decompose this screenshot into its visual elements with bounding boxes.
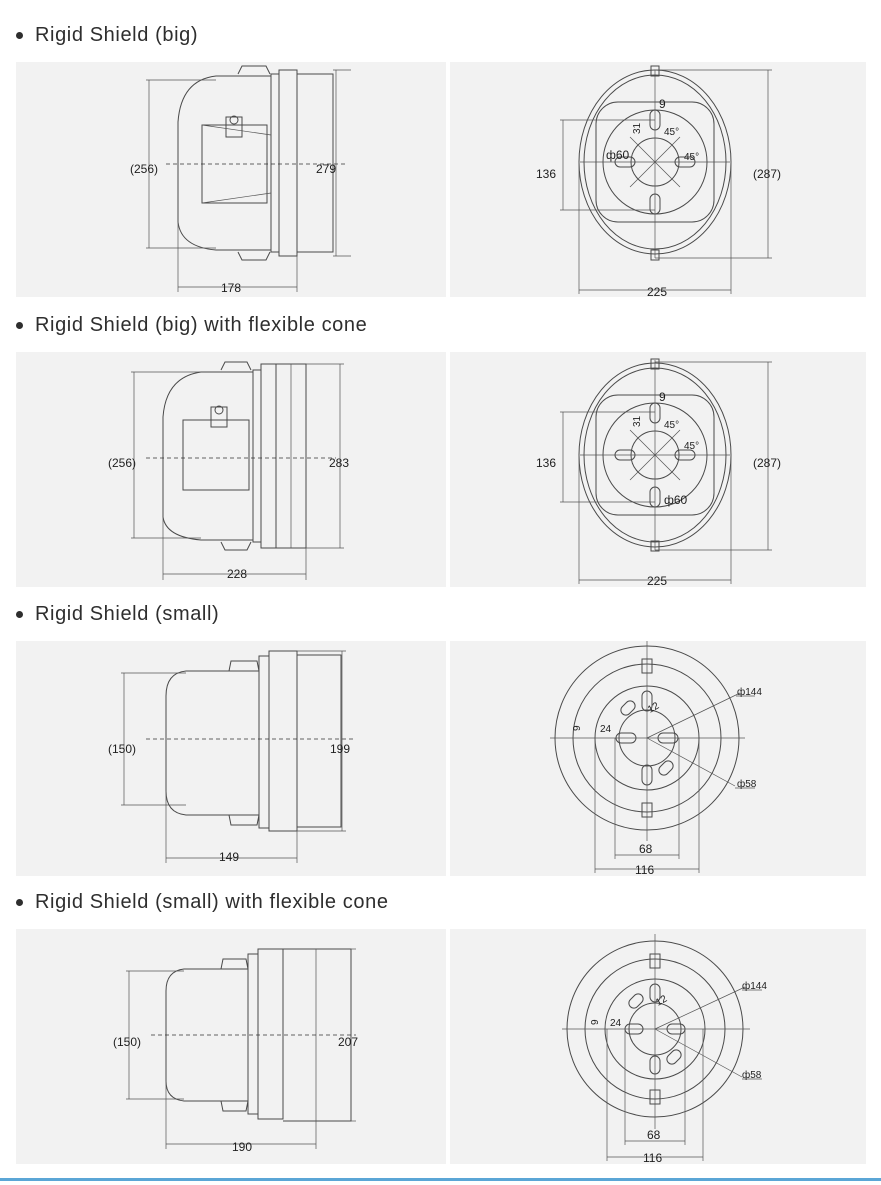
dim-length-label: 190 — [232, 1140, 252, 1154]
front-view-svg: 9 31 45° 45° ф60 136 (287) 225 — [536, 358, 781, 587]
dim-outer-width-label: 225 — [647, 574, 667, 587]
side-view-drawing: (150) 199 149 — [16, 641, 446, 876]
side-view-svg: (150) 207 190 — [113, 948, 358, 1154]
dim-angle2-label: 45° — [684, 441, 699, 452]
front-view-drawing: 9 31 45° 45° ф60 136 (287) 225 — [450, 62, 866, 297]
section-title-rigid-shield-big-cone: Rigid Shield (big) with flexible cone — [16, 314, 367, 337]
side-view-svg: (150) 199 149 — [108, 650, 356, 864]
dim-r3-label: 12 — [654, 993, 670, 1008]
section-title-text: Rigid Shield (big) — [35, 24, 199, 46]
dim-height-label: (150) — [113, 1035, 141, 1049]
bullet-icon — [16, 611, 23, 618]
front-view-drawing: 9 24 12 ф144 ф58 68 116 — [450, 641, 866, 876]
section-title-text: Rigid Shield (small) with flexible cone — [35, 891, 389, 913]
drawing-row-rigid-shield-big-cone: (256) 283 228 — [16, 352, 866, 587]
dim-length-label: 149 — [219, 850, 239, 864]
side-view-svg: (256) 283 228 — [108, 361, 349, 581]
dim-outer-height-label: (287) — [753, 167, 781, 181]
dim-height-label: (256) — [130, 162, 158, 176]
dim-height2-label: 279 — [316, 162, 336, 176]
dim-height2-label: 207 — [338, 1035, 358, 1049]
dim-r2-label: 24 — [600, 724, 612, 735]
dim-height-label: (256) — [108, 456, 136, 470]
dim-diameter-label: ф60 — [606, 148, 630, 162]
dim-outer-height-label: (287) — [753, 456, 781, 470]
front-view-drawing: 9 31 45° 45° ф60 136 (287) 225 — [450, 352, 866, 587]
drawing-row-rigid-shield-small: (150) 199 149 — [16, 641, 866, 876]
dim-d1-label: 9 — [659, 97, 666, 111]
bottom-accent-rule — [0, 1178, 881, 1181]
side-view-svg: (256) 279 178 — [130, 65, 351, 295]
dim-w1-label: 68 — [647, 1128, 661, 1142]
front-view-svg: 9 24 12 ф144 ф58 68 116 — [550, 641, 762, 876]
dim-angle2-label: 45° — [684, 152, 699, 163]
dim-w2-label: 116 — [643, 1151, 662, 1164]
dim-dia1-label: ф144 — [737, 686, 762, 698]
dim-diameter-label: ф60 — [664, 493, 688, 507]
side-view-drawing: (256) 279 178 — [16, 62, 446, 297]
section-title-rigid-shield-big: Rigid Shield (big) — [16, 24, 198, 47]
dim-r2-label: 24 — [610, 1018, 622, 1029]
drawing-row-rigid-shield-big: (256) 279 178 — [16, 62, 866, 297]
dim-r1-label: 9 — [572, 725, 583, 731]
dim-r3-label: 12 — [646, 700, 662, 715]
front-view-drawing: 9 24 12 ф144 ф58 68 116 — [450, 929, 866, 1164]
dim-length-label: 178 — [221, 281, 241, 295]
dim-r1-label: 9 — [590, 1019, 601, 1025]
dim-dia2-label: ф58 — [737, 778, 757, 790]
side-view-drawing: (256) 283 228 — [16, 352, 446, 587]
dim-d1-label: 9 — [659, 390, 666, 404]
dim-length-label: 228 — [227, 567, 247, 581]
dim-dia2-label: ф58 — [742, 1069, 762, 1081]
section-title-text: Rigid Shield (small) — [35, 603, 220, 625]
dim-d2-label: 31 — [632, 415, 643, 427]
bullet-icon — [16, 899, 23, 906]
front-view-svg: 9 24 12 ф144 ф58 68 116 — [562, 934, 767, 1164]
dim-height-label: (150) — [108, 742, 136, 756]
side-view-drawing: (150) 207 190 — [16, 929, 446, 1164]
dim-w2-label: 116 — [635, 863, 654, 876]
dim-angle1-label: 45° — [664, 420, 679, 431]
dim-outer-width-label: 225 — [647, 285, 667, 297]
dim-d2-label: 31 — [632, 122, 643, 134]
front-view-svg: 9 31 45° 45° ф60 136 (287) 225 — [536, 65, 781, 297]
bullet-icon — [16, 32, 23, 39]
drawing-row-rigid-shield-small-cone: (150) 207 190 — [16, 929, 866, 1164]
section-title-text: Rigid Shield (big) with flexible cone — [35, 314, 368, 336]
dim-height2-label: 283 — [329, 456, 349, 470]
section-title-rigid-shield-small-cone: Rigid Shield (small) with flexible cone — [16, 891, 389, 914]
dim-dia1-label: ф144 — [742, 980, 767, 992]
section-title-rigid-shield-small: Rigid Shield (small) — [16, 603, 219, 626]
dim-height2-label: 199 — [330, 742, 350, 756]
dim-angle1-label: 45° — [664, 127, 679, 138]
dim-w1-label: 68 — [639, 842, 653, 856]
dim-width-label: 136 — [536, 456, 556, 470]
dim-width-label: 136 — [536, 167, 556, 181]
bullet-icon — [16, 322, 23, 329]
